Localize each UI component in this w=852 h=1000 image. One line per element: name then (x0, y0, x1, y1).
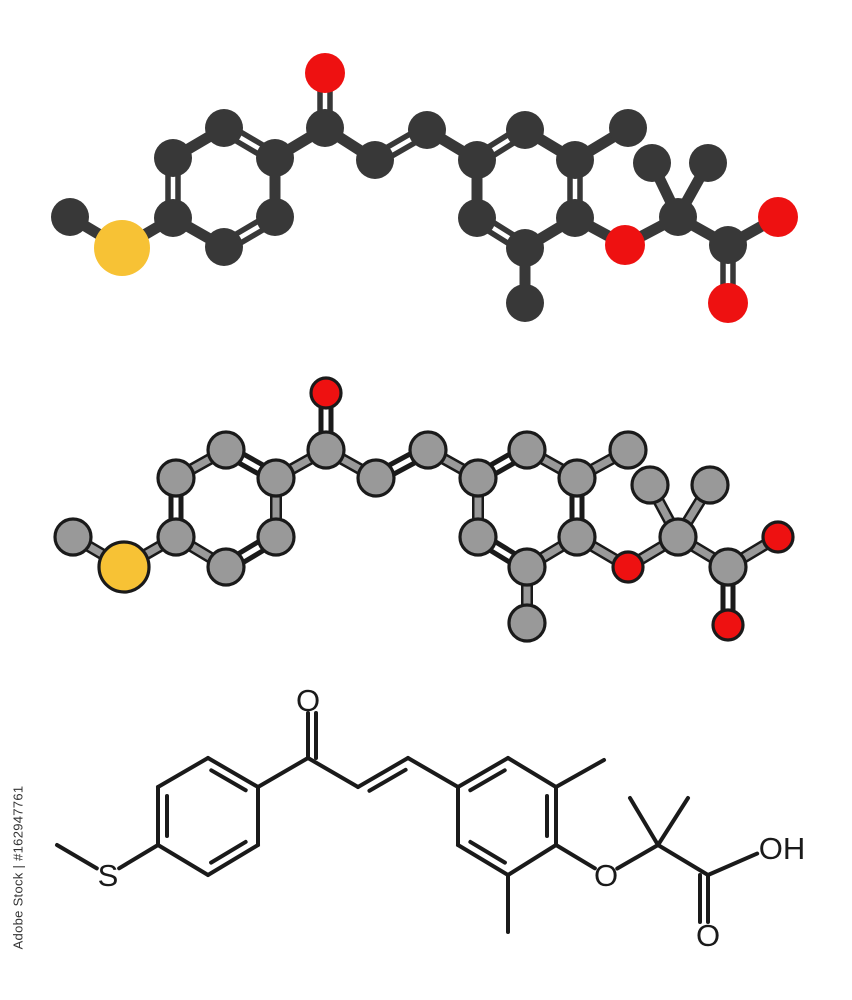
model3d-ring2-carbon-6 (458, 199, 496, 237)
skeletal-bond-o2-cq (615, 843, 660, 871)
skeletal-bond-c10-c11 (456, 756, 510, 789)
skeletal-bond-c3-c4-second-line (209, 768, 248, 793)
skeletal-bond-c7-c8 (306, 756, 360, 789)
model3d-methyl-carbon-thio (51, 198, 89, 236)
skeletal-bond-c14-c15-second-line (468, 839, 507, 865)
model3d-gem-methyl-carbon-2 (689, 144, 727, 182)
model3d-hydroxyl-oxygen (758, 197, 798, 237)
skeletal-bond-c8-c9 (356, 756, 410, 789)
skeletal-bond-c3-c4 (206, 756, 260, 789)
modelflat-ketone-carbon (306, 430, 346, 470)
skeletal-bond-cq-cme3 (628, 796, 660, 847)
model3d-ring-methyl-carbon-1 (609, 109, 647, 147)
skeletal-bond-cq-c16 (656, 843, 710, 877)
skeletal-bond-c5-c6-second-line (209, 839, 248, 865)
modelflat-ring1-carbon-3 (206, 430, 246, 470)
skeletal-bond-cq-cme4 (656, 796, 690, 847)
model3d-ring2-carbon-3 (556, 141, 594, 179)
skeletal-bonds (55, 711, 760, 934)
model3d-ring2-carbon-1 (458, 141, 496, 179)
skeletal-bond-c13-c14 (506, 843, 558, 877)
modelflat-atoms (53, 376, 795, 643)
model3d-ring1-carbon-4 (256, 139, 294, 177)
modelflat-quaternary-carbon (658, 517, 698, 557)
skeletal-bond-c6-c1 (156, 843, 210, 877)
model3d-vinyl-carbon-1 (356, 141, 394, 179)
model3d-ring1-carbon-5 (256, 198, 294, 236)
modelflat-methyl-carbon-thio (53, 517, 93, 557)
modelflat-ring1-carbon-2 (156, 458, 196, 498)
skeletal-bond-c10-c11-second-line (468, 768, 507, 793)
modelflat-ring-methyl-carbon-1 (608, 430, 648, 470)
modelflat-sulfur-atom (97, 540, 151, 594)
skeletal-bond-c9-c10 (406, 756, 460, 789)
skeletal-bond-c11-c12 (506, 756, 558, 789)
stock-id-text: Adobe Stock | #162947761 (10, 785, 26, 949)
skeletal-formula: S O O OH O (55, 683, 806, 953)
modelflat-ring-methyl-carbon-2 (507, 603, 547, 643)
model3d-ring2-carbon-2 (506, 111, 544, 149)
modelflat-ring2-carbon-6 (458, 517, 498, 557)
ball-and-stick-model-flat (53, 376, 795, 643)
model3d-carbonyl-oxygen (708, 283, 748, 323)
skeletal-bond-s-c1 (117, 843, 160, 871)
skeletal-bond-c14-c15 (456, 843, 510, 877)
modelflat-ring2-carbon-5 (507, 547, 547, 587)
skeletal-bond-c2-c3 (156, 756, 210, 789)
modelflat-ring1-carbon-1 (156, 517, 196, 557)
model3d-ketone-carbon (306, 109, 344, 147)
model3d-ring-methyl-carbon-2 (506, 284, 544, 322)
modelflat-ring1-carbon-6 (206, 547, 246, 587)
skeletal-bond-c_me_s-s (55, 843, 99, 871)
skeletal-bond-c13-o2 (554, 843, 597, 871)
skeletal-bond-c12-cme1 (554, 758, 606, 789)
skeletal-label-sulfur: S (98, 858, 119, 893)
modelflat-bonds (67, 390, 784, 629)
skeletal-bond-c4-c7 (256, 756, 310, 789)
model3d-quaternary-carbon (659, 198, 697, 236)
model3d-atoms (51, 53, 798, 323)
model3d-ether-oxygen (605, 225, 645, 265)
modelflat-ring1-carbon-5 (256, 517, 296, 557)
model3d-ketone-oxygen (305, 53, 345, 93)
modelflat-ring2-carbon-3 (557, 458, 597, 498)
model3d-ring2-carbon-4 (556, 199, 594, 237)
ball-and-stick-model-3d (51, 53, 798, 323)
modelflat-carbonyl-oxygen (711, 608, 745, 642)
skeletal-label-hydroxyl: OH (759, 831, 806, 866)
skeletal-bond-c8-c9-second-line (367, 767, 408, 793)
model3d-ring2-carbon-5 (506, 229, 544, 267)
modelflat-vinyl-carbon-1 (356, 458, 396, 498)
skeletal-bond-c16-o3 (706, 851, 760, 877)
modelflat-ring1-carbon-4 (256, 458, 296, 498)
model3d-vinyl-carbon-2 (408, 111, 446, 149)
model3d-ring1-carbon-3 (205, 109, 243, 147)
modelflat-ring2-carbon-1 (458, 458, 498, 498)
modelflat-ketone-oxygen (309, 376, 343, 410)
skeletal-label-ether-oxygen: O (594, 858, 618, 893)
model3d-sulfur-atom (94, 220, 150, 276)
model3d-gem-methyl-carbon-1 (633, 144, 671, 182)
skeletal-label-carbonyl-oxygen: O (696, 918, 720, 953)
model3d-ring1-carbon-2 (154, 139, 192, 177)
skeletal-bond-c5-c6 (206, 843, 260, 877)
modelflat-gem-methyl-carbon-1 (630, 465, 670, 505)
modelflat-carboxyl-carbon (708, 547, 748, 587)
modelflat-ring2-carbon-2 (507, 430, 547, 470)
modelflat-hydroxyl-oxygen (761, 520, 795, 554)
model3d-carboxyl-carbon (709, 226, 747, 264)
model3d-bonds (64, 70, 784, 309)
modelflat-vinyl-carbon-2 (408, 430, 448, 470)
skeletal-labels: S O O OH O (98, 683, 806, 953)
modelflat-gem-methyl-carbon-2 (690, 465, 730, 505)
stock-id-label: Adobe Stock | #162947761 (8, 772, 28, 962)
modelflat-ether-oxygen (611, 550, 645, 584)
modelflat-ring2-carbon-4 (557, 517, 597, 557)
model3d-ring1-carbon-1 (154, 199, 192, 237)
skeletal-label-ketone-oxygen: O (296, 683, 320, 718)
model3d-ring1-carbon-6 (205, 228, 243, 266)
